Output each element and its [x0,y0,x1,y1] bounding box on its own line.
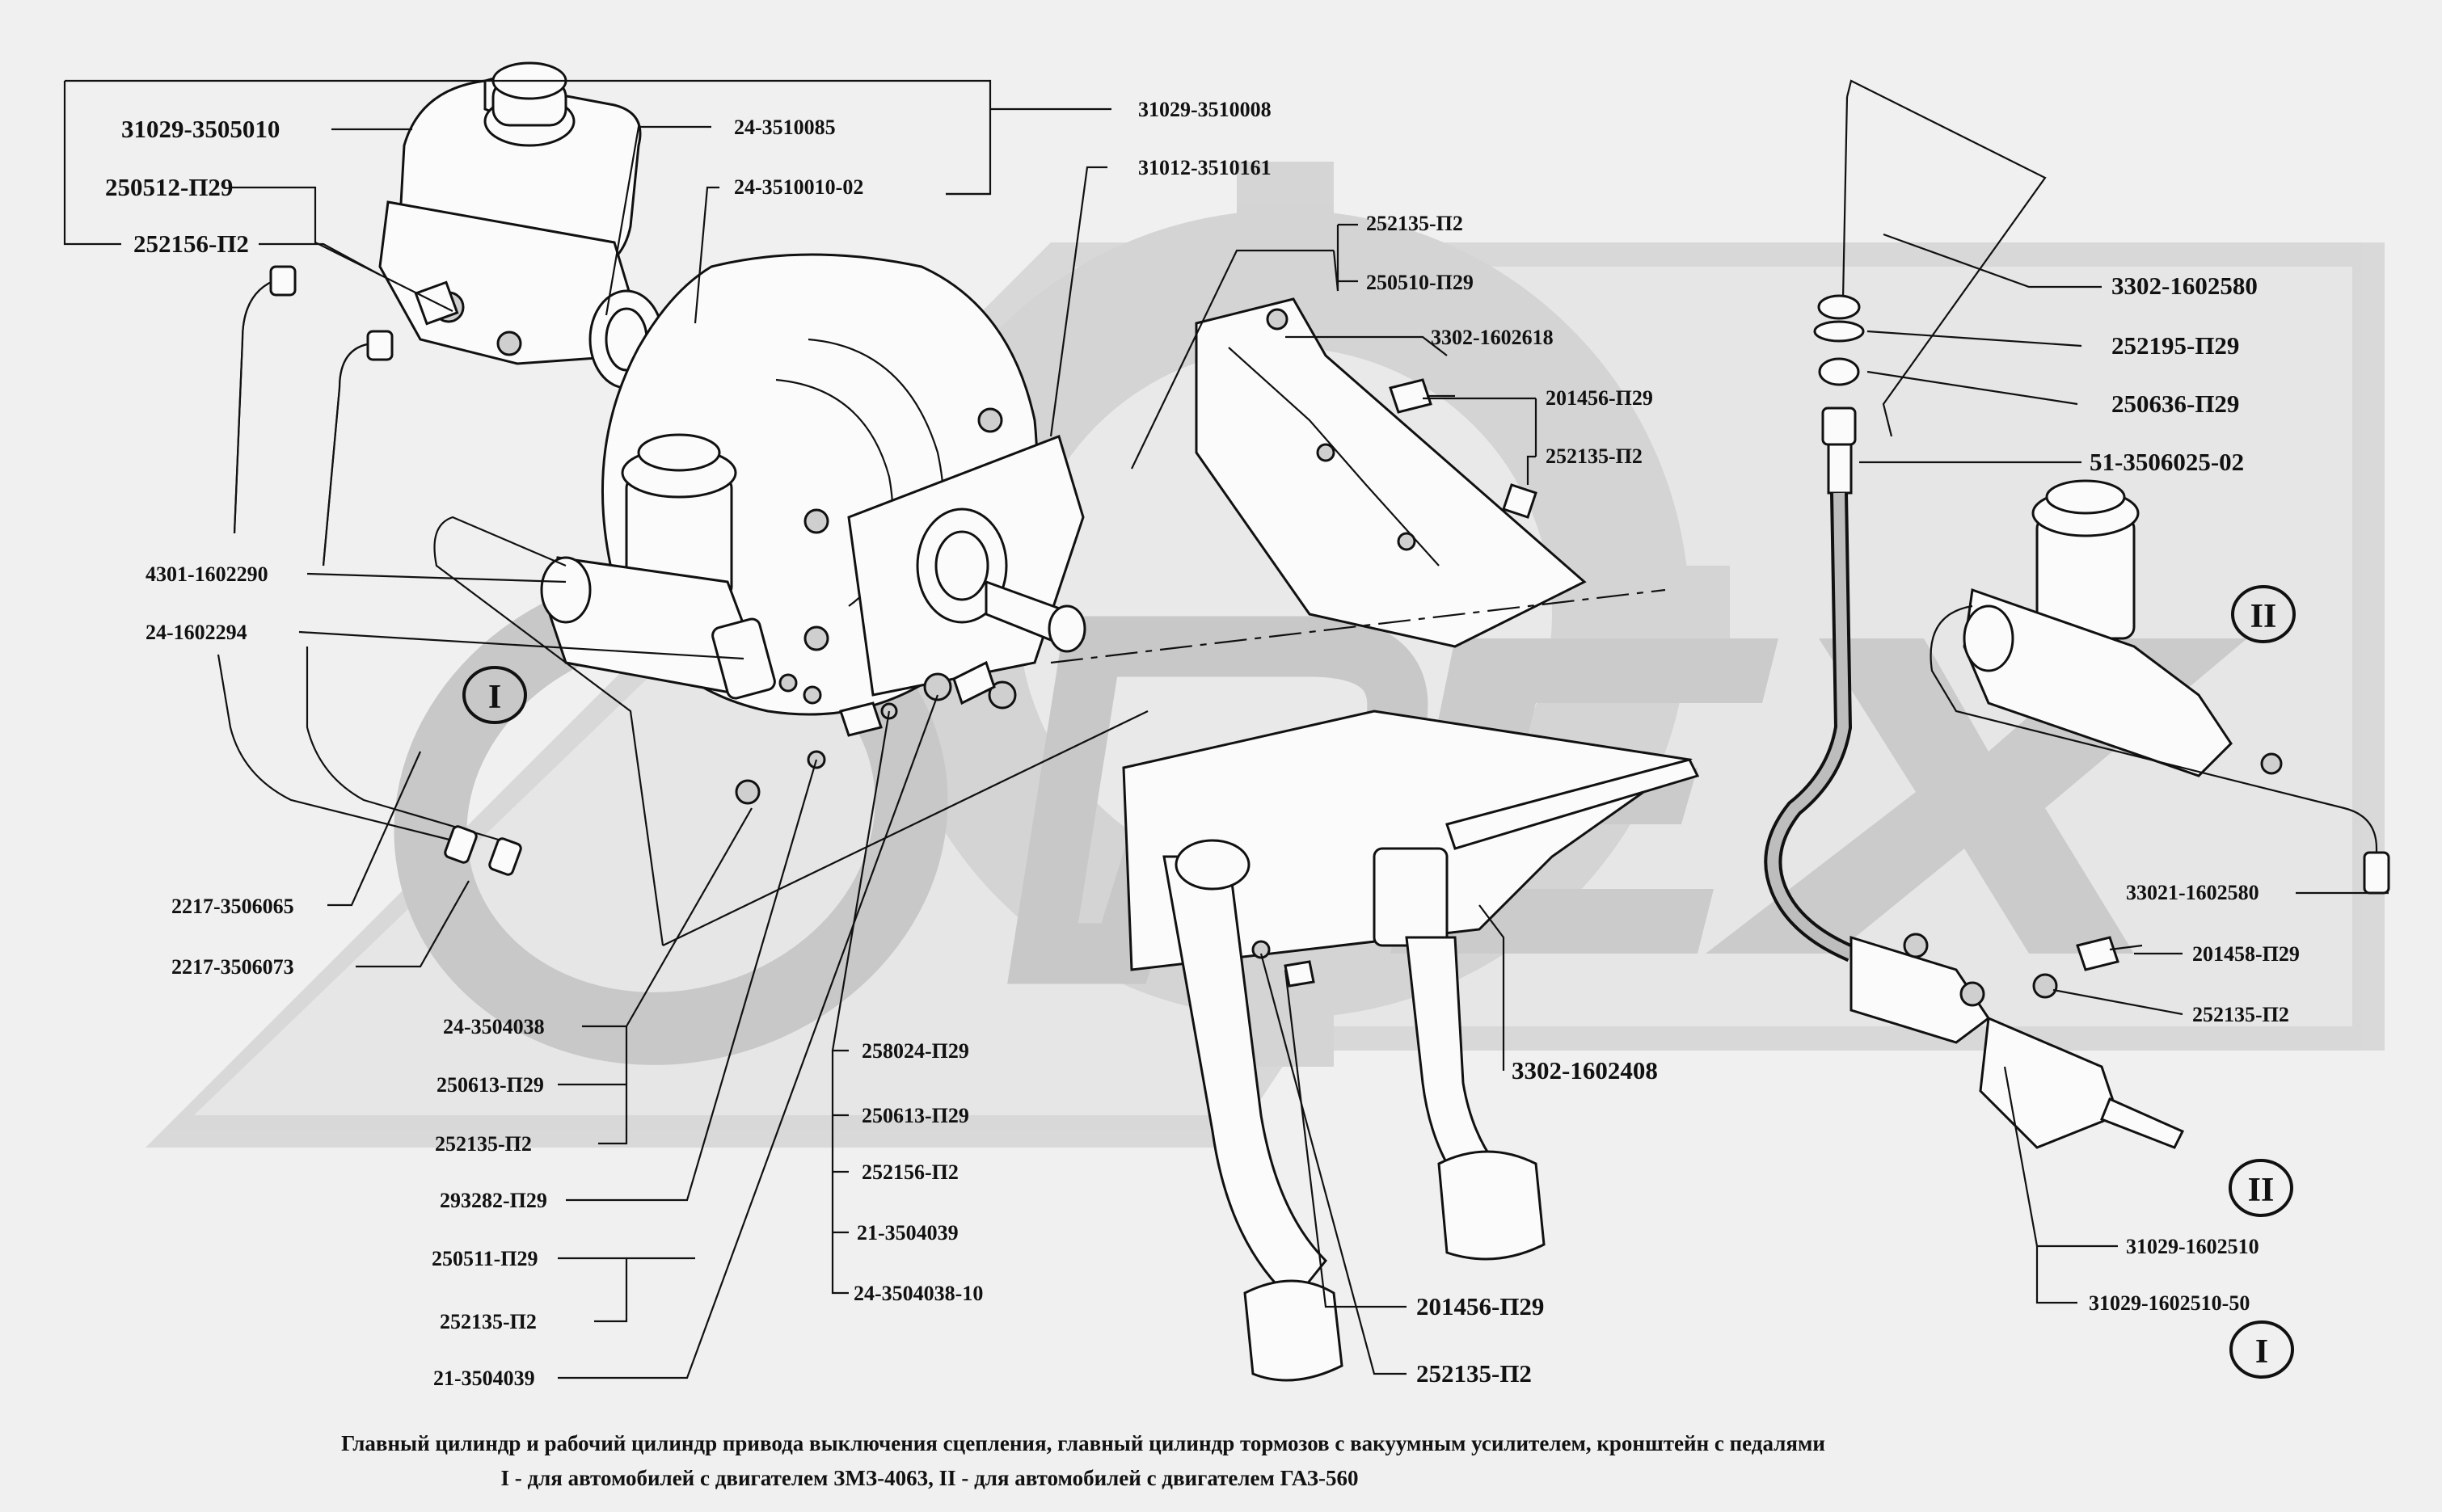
part-labels: 31029-3505010 250512-П29 252156-П2 31029… [105,98,2300,1390]
label-252135-p2-a: 252135-П2 [1366,212,1463,235]
label-258024-p29: 258024-П29 [862,1039,969,1063]
label-252156-p2-b: 252156-П2 [862,1160,959,1184]
marker-variant-1: I [488,679,501,716]
variant-markers: I II II I [462,585,2296,1379]
label-250512-p29: 250512-П29 [105,173,233,201]
label-24-3510010-02: 24-3510010-02 [734,175,863,199]
label-31012-3510161: 31012-3510161 [1138,156,1272,179]
label-24-3510085: 24-3510085 [734,116,836,139]
label-31029-1602510: 31029-1602510 [2126,1235,2259,1258]
label-250511-p29: 250511-П29 [432,1247,538,1270]
caption: Главный цилиндр и рабочий цилиндр привод… [341,1431,1825,1490]
label-250510-p29: 250510-П29 [1366,271,1474,294]
label-201458-p29: 201458-П29 [2192,942,2300,966]
brake-master-cylinder [378,61,664,390]
caption-line-2: I - для автомобилей с двигателем ЗМЗ-406… [500,1466,1358,1490]
label-201456-p29-b: 201456-П29 [1416,1292,1544,1320]
marker-variant-2-bottom: II [2248,1172,2275,1209]
label-4301-1602290: 4301-1602290 [146,562,268,586]
pedal-bracket [1122,297,1700,971]
marker-variant-1-bottom: I [2255,1333,2268,1371]
label-2217-3506065: 2217-3506065 [171,895,294,918]
label-21-3504039-b: 21-3504039 [857,1221,959,1245]
label-252135-p2-f: 252135-П2 [2192,1003,2289,1026]
label-31029-3510008: 31029-3510008 [1138,98,1272,121]
label-250613-p29-b: 250613-П29 [862,1104,969,1127]
brake-pipes-left [217,265,1149,946]
label-3302-1602580: 3302-1602580 [2111,272,2258,300]
label-252135-p2-d: 252135-П2 [440,1310,537,1333]
label-3302-1602408: 3302-1602408 [1512,1056,1658,1085]
label-3302-1602618: 3302-1602618 [1431,326,1554,349]
label-24-3504038: 24-3504038 [443,1015,545,1038]
clutch-master-cylinder-1 [540,433,996,805]
label-2217-3506073: 2217-3506073 [171,955,294,979]
marker-variant-2-top: II [2250,598,2277,635]
label-31029-1602510-50: 31029-1602510-50 [2089,1291,2250,1315]
bracket-fasteners [1251,378,2143,999]
label-250613-p29-a: 250613-П29 [437,1073,544,1097]
label-201456-p29-a: 201456-П29 [1546,386,1653,410]
caption-line-1: Главный цилиндр и рабочий цилиндр привод… [341,1431,1825,1455]
label-51-3506025-02: 51-3506025-02 [2090,448,2244,476]
label-252156-p2-top: 252156-П2 [133,230,249,258]
label-31029-3505010: 31029-3505010 [121,115,280,143]
label-24-3504038-10: 24-3504038-10 [854,1282,983,1305]
clutch-pedal [1162,839,1343,1382]
clutch-hydraulics-right [1764,79,2185,1149]
label-252135-p2-c: 252135-П2 [435,1132,532,1156]
brake-pedal [1405,936,1546,1261]
clutch-master-cylinder-2 [1930,479,2390,895]
label-24-1602294: 24-1602294 [146,621,247,644]
label-293282-p29: 293282-П29 [440,1189,547,1212]
label-250636-p29: 250636-П29 [2111,390,2239,418]
label-252195-p29: 252195-П29 [2111,331,2239,360]
label-33021-1602580: 33021-1602580 [2126,881,2259,904]
leader-lines [63,79,2389,1379]
label-21-3504039-a: 21-3504039 [433,1367,535,1390]
label-252135-p2-e: 252135-П2 [1416,1359,1532,1388]
label-252135-p2-b: 252135-П2 [1546,444,1643,468]
